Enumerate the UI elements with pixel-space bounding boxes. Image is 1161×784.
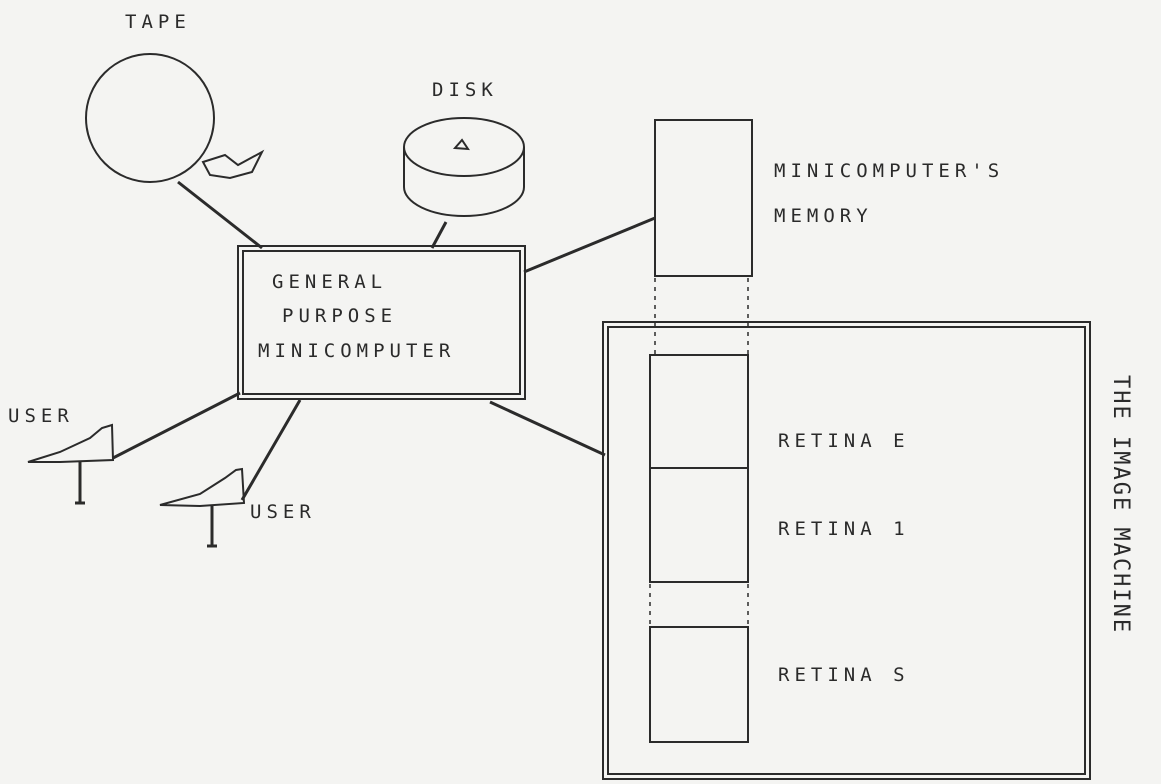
image-machine-label: THE IMAGE MACHINE (1108, 375, 1133, 634)
user-left-label: USER (8, 405, 74, 427)
tape-reel (86, 54, 262, 182)
memory-block (655, 120, 752, 276)
user-right-label: USER (250, 501, 316, 523)
image-machine-link (490, 402, 605, 455)
user-left-terminal (28, 425, 113, 503)
user-left-link (113, 393, 240, 458)
user-right-terminal (160, 469, 244, 546)
disk-drive (404, 118, 524, 216)
image-machine-box (603, 322, 1090, 779)
retina-e-label: RETINA E (778, 430, 910, 452)
retina-e-block (650, 355, 748, 468)
user-right-link (242, 400, 300, 500)
disk-link (432, 222, 446, 248)
tape-label: TAPE (125, 11, 191, 33)
computer-label-line1: GENERAL (272, 271, 387, 293)
computer-label-line3: MINICOMPUTER (258, 340, 455, 362)
disk-label: DISK (432, 79, 498, 101)
retina-1-label: RETINA 1 (778, 518, 910, 540)
tape-link (178, 182, 262, 248)
retina-s-block (650, 627, 748, 742)
retina-1-block (650, 468, 748, 582)
retina-s-label: RETINA S (778, 664, 910, 686)
memory-label-line1: MINICOMPUTER'S (774, 160, 1004, 182)
memory-label-line2: MEMORY (774, 205, 873, 227)
memory-link (524, 218, 655, 272)
computer-label-line2: PURPOSE (282, 305, 397, 327)
